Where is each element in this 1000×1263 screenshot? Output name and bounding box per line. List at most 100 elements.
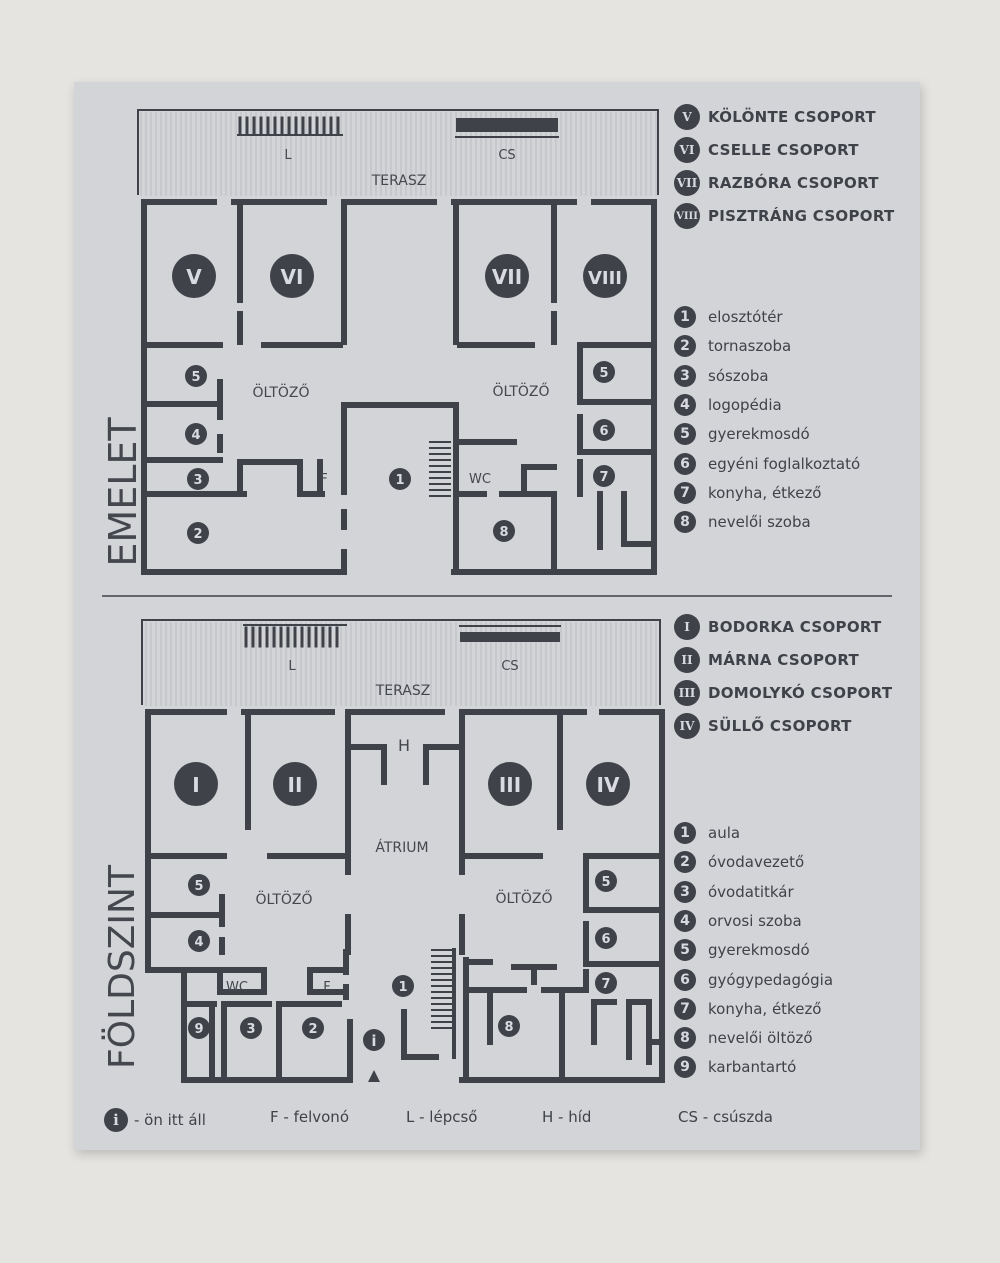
room-legend-item: 6 egyéni foglalkoztató [674, 452, 861, 475]
info-icon: i [104, 1108, 128, 1132]
room-name: óvodavezető [708, 853, 805, 872]
ground-room-1: 1 [398, 980, 407, 995]
room-name: gyerekmosdó [708, 425, 810, 444]
room-name: konyha, étkező [708, 483, 822, 502]
ground-room-6: 6 [601, 932, 610, 947]
ground-lift-label: F [323, 980, 330, 995]
upper-room-5-left: 5 [191, 370, 200, 385]
room-number-badge: 1 [674, 306, 696, 328]
room-name: nevelői öltöző [708, 1029, 813, 1048]
upper-room-7: 7 [599, 470, 608, 485]
room-number-badge: 8 [674, 511, 696, 534]
group-number-badge: V [674, 104, 700, 130]
upper-dressing-left: ÖLTÖZŐ [252, 383, 309, 401]
room-number-badge: 1 [674, 822, 696, 844]
room-number-badge: 7 [674, 997, 696, 1020]
footer-lift: F - felvonó [270, 1108, 349, 1126]
upper-dressing-right: ÖLTÖZŐ [492, 382, 549, 400]
ground-group-badge-ii: II [288, 773, 303, 797]
group-number-badge: I [674, 614, 700, 640]
group-legend-item: II MÁRNA CSOPORT [674, 647, 859, 673]
group-name: BODORKA CSOPORT [708, 618, 882, 636]
room-number-badge: 8 [674, 1027, 696, 1050]
room-number-badge: 6 [674, 968, 696, 991]
room-legend-item: 7 konyha, étkező [674, 481, 822, 504]
ground-room-5-right: 5 [601, 875, 610, 890]
ground-room-2: 2 [308, 1022, 317, 1037]
room-legend-item: 1 aula [674, 822, 740, 844]
footer-you-are-here: i - ön itt áll [104, 1108, 206, 1132]
upper-room-1: 1 [395, 473, 404, 488]
upper-floor-name: EMELET [101, 417, 145, 567]
upper-slide-icon [456, 118, 558, 132]
upper-terrace-label: TERASZ [371, 173, 427, 189]
upper-stair-label: L [284, 148, 292, 163]
room-name: tornaszoba [708, 337, 792, 356]
floor-plan-drawing: V VI VII VII I 1 2 3 4 5 5 6 7 8 L CS TER… [101, 109, 892, 1083]
ground-room-7: 7 [601, 977, 610, 992]
room-number-badge: 9 [674, 1056, 696, 1079]
upper-room-4: 4 [191, 428, 200, 443]
room-legend-item: 5 gyerekmosdó [674, 423, 810, 446]
upper-outer-wall-left [141, 199, 347, 575]
group-number-badge: II [674, 647, 700, 673]
ground-room-5-left: 5 [194, 879, 203, 894]
upper-room-8: 8 [499, 525, 508, 540]
group-name: MÁRNA CSOPORT [708, 651, 860, 669]
room-number-badge: 7 [674, 481, 696, 504]
upper-group-badge-vi: VI [281, 265, 304, 289]
footer-info-text: - ön itt áll [134, 1111, 206, 1129]
upper-room-6: 6 [599, 424, 608, 439]
room-number-badge: 5 [674, 423, 696, 446]
group-number-badge: VII [674, 170, 700, 196]
ground-dressing-right: ÖLTÖZŐ [495, 889, 552, 907]
ground-slide-label: CS [501, 659, 518, 674]
group-number-badge: IV [674, 713, 700, 739]
upper-terrace-hatch [138, 112, 658, 196]
room-number-badge: 3 [674, 880, 696, 903]
ground-atrium-label: ÁTRIUM [375, 839, 428, 856]
ground-central-stair [431, 949, 455, 1029]
group-legend-item: VII RAZBÓRA CSOPORT [674, 170, 879, 196]
group-name: DOMOLYKÓ CSOPORT [708, 684, 893, 702]
group-name: RAZBÓRA CSOPORT [708, 174, 879, 192]
room-name: konyha, étkező [708, 999, 822, 1018]
footer-bridge: H - híd [542, 1108, 592, 1126]
ground-room-4: 4 [194, 935, 203, 950]
room-name: logopédia [708, 395, 782, 414]
ground-terrace-label: TERASZ [375, 683, 431, 699]
group-legend-item: IV SÜLLŐ CSOPORT [674, 713, 852, 739]
ground-group-badge-iii: III [499, 773, 521, 797]
group-name: SÜLLŐ CSOPORT [708, 717, 852, 735]
upper-floor [137, 109, 659, 575]
room-number-badge: 4 [674, 909, 696, 932]
ground-wc-label: WC [226, 980, 248, 995]
upper-group-badges [172, 254, 627, 298]
floor-plan-sign: V VI VII VIII 1 2 3 4 5 5 6 7 8 L CS TER… [74, 82, 920, 1150]
room-name: gyógypedagógia [708, 970, 834, 989]
room-name: egyéni foglalkoztató [708, 454, 861, 473]
room-number-badge: 6 [674, 452, 696, 475]
upper-group-badge-v: V [186, 265, 202, 289]
room-number-badge: 4 [674, 393, 696, 416]
entrance-arrow-icon [368, 1070, 380, 1082]
group-legend-item: I BODORKA CSOPORT [674, 614, 882, 640]
room-legend-item: 8 nevelői öltöző [674, 1027, 813, 1050]
ground-room-3: 3 [246, 1022, 255, 1037]
upper-room-2: 2 [193, 527, 202, 542]
upper-slide-label: CS [498, 148, 515, 163]
upper-stair-icon [237, 116, 343, 136]
group-name: PISZTRÁNG CSOPORT [708, 207, 895, 225]
upper-group-badge-vii: VII [492, 265, 522, 289]
upper-central-stair [429, 441, 451, 497]
upper-room-3: 3 [193, 473, 202, 488]
room-name: aula [708, 824, 741, 842]
ground-room-badges [188, 870, 617, 1039]
